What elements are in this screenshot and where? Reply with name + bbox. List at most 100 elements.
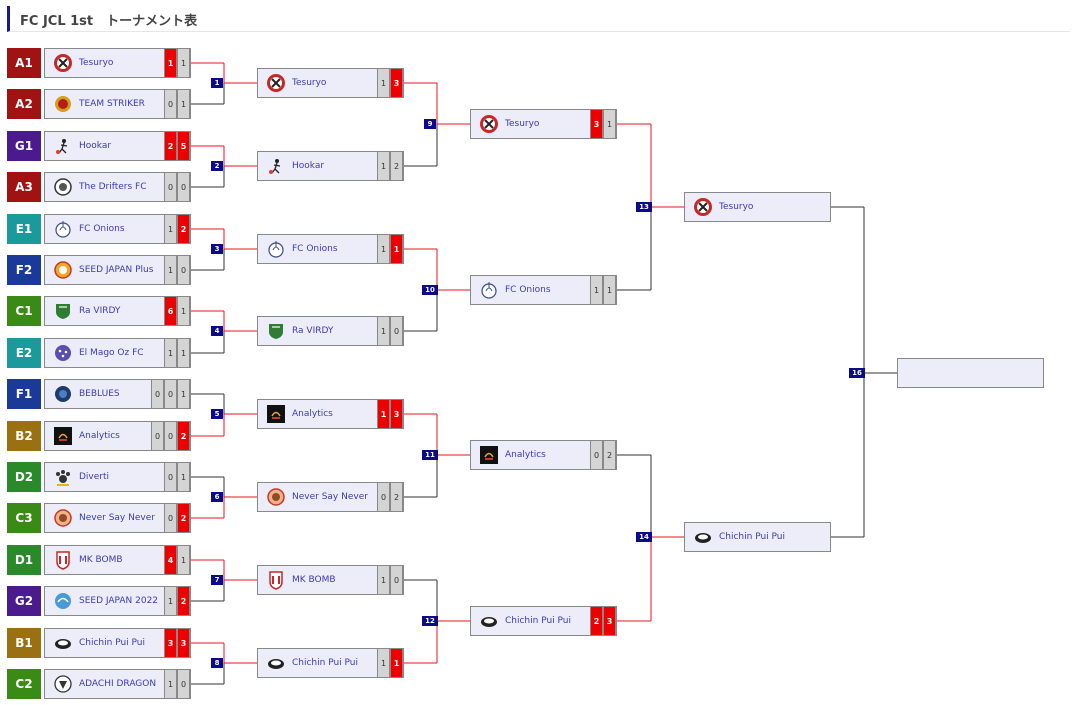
team-logo-icon	[479, 611, 499, 631]
page-title-bar: FC JCL 1st トーナメント表	[7, 6, 1070, 32]
score-cell: 2	[390, 151, 403, 181]
score-cell: 3	[390, 399, 403, 429]
score-cell: 0	[164, 421, 177, 451]
score-cell: 5	[177, 131, 190, 161]
score-cell: 1	[177, 48, 190, 78]
score-cell: 3	[390, 68, 403, 98]
team-name: MK BOMB	[292, 575, 336, 585]
score-cell: 1	[164, 338, 177, 368]
team-logo-icon	[266, 404, 286, 424]
score-cell: 1	[164, 214, 177, 244]
score-cell: 1	[164, 48, 177, 78]
team-logo-icon	[266, 321, 286, 341]
team-box[interactable]: Tesuryo	[684, 192, 831, 222]
score-cell: 2	[390, 482, 403, 512]
team-name: Tesuryo	[719, 202, 754, 212]
seed-label: A3	[7, 172, 41, 202]
champion-slot[interactable]	[897, 358, 1044, 388]
seed-label: E1	[7, 214, 41, 244]
score-cell: 1	[377, 68, 390, 98]
team-name: Tesuryo	[79, 58, 114, 68]
score-cell: 1	[177, 379, 190, 409]
team-name: Chichin Pui Pui	[292, 658, 359, 668]
seed-label: A2	[7, 89, 41, 119]
team-name: Ra VIRDY	[79, 306, 121, 316]
team-logo-icon	[479, 445, 499, 465]
team-logo-icon	[266, 156, 286, 176]
team-name: TEAM STRIKER	[79, 99, 145, 109]
team-name: FC Onions	[79, 224, 125, 234]
score-cell: 0	[177, 669, 190, 699]
seed-label: C2	[7, 669, 41, 699]
score-cell: 0	[177, 172, 190, 202]
match-number-badge: 6	[211, 492, 223, 502]
score-cell: 6	[164, 296, 177, 326]
match-number-badge: 14	[636, 532, 652, 542]
team-name: Analytics	[79, 431, 120, 441]
score-cell: 1	[390, 648, 403, 678]
seed-label: C3	[7, 503, 41, 533]
seed-label: A1	[7, 48, 41, 78]
match-number-badge: 7	[211, 575, 223, 585]
score-cell: 3	[603, 606, 616, 636]
team-logo-icon	[266, 239, 286, 259]
team-logo-icon	[266, 73, 286, 93]
team-name: The Drifters FC	[79, 182, 147, 192]
score-cell: 1	[164, 586, 177, 616]
match-number-badge: 8	[211, 658, 223, 668]
score-cell: 3	[177, 628, 190, 658]
team-logo-icon	[693, 197, 713, 217]
score-cell: 3	[164, 628, 177, 658]
score-cell: 0	[151, 421, 164, 451]
score-cell: 0	[590, 440, 603, 470]
seed-label: F1	[7, 379, 41, 409]
match-number-badge: 1	[211, 78, 223, 88]
score-cell: 3	[590, 109, 603, 139]
team-name: Hookar	[292, 161, 325, 171]
match-number-badge: 9	[424, 119, 436, 129]
score-cell: 0	[377, 482, 390, 512]
score-cell: 1	[177, 545, 190, 575]
score-cell: 1	[177, 89, 190, 119]
team-logo-icon	[53, 53, 73, 73]
team-logo-icon	[53, 591, 73, 611]
score-cell: 1	[590, 275, 603, 305]
team-name: Tesuryo	[292, 78, 327, 88]
team-logo-icon	[53, 260, 73, 280]
seed-label: B1	[7, 628, 41, 658]
score-cell: 2	[603, 440, 616, 470]
team-name: Analytics	[292, 409, 333, 419]
team-logo-icon	[53, 301, 73, 321]
score-cell: 1	[164, 255, 177, 285]
score-cell: 1	[177, 338, 190, 368]
team-box[interactable]: Chichin Pui Pui	[684, 522, 831, 552]
